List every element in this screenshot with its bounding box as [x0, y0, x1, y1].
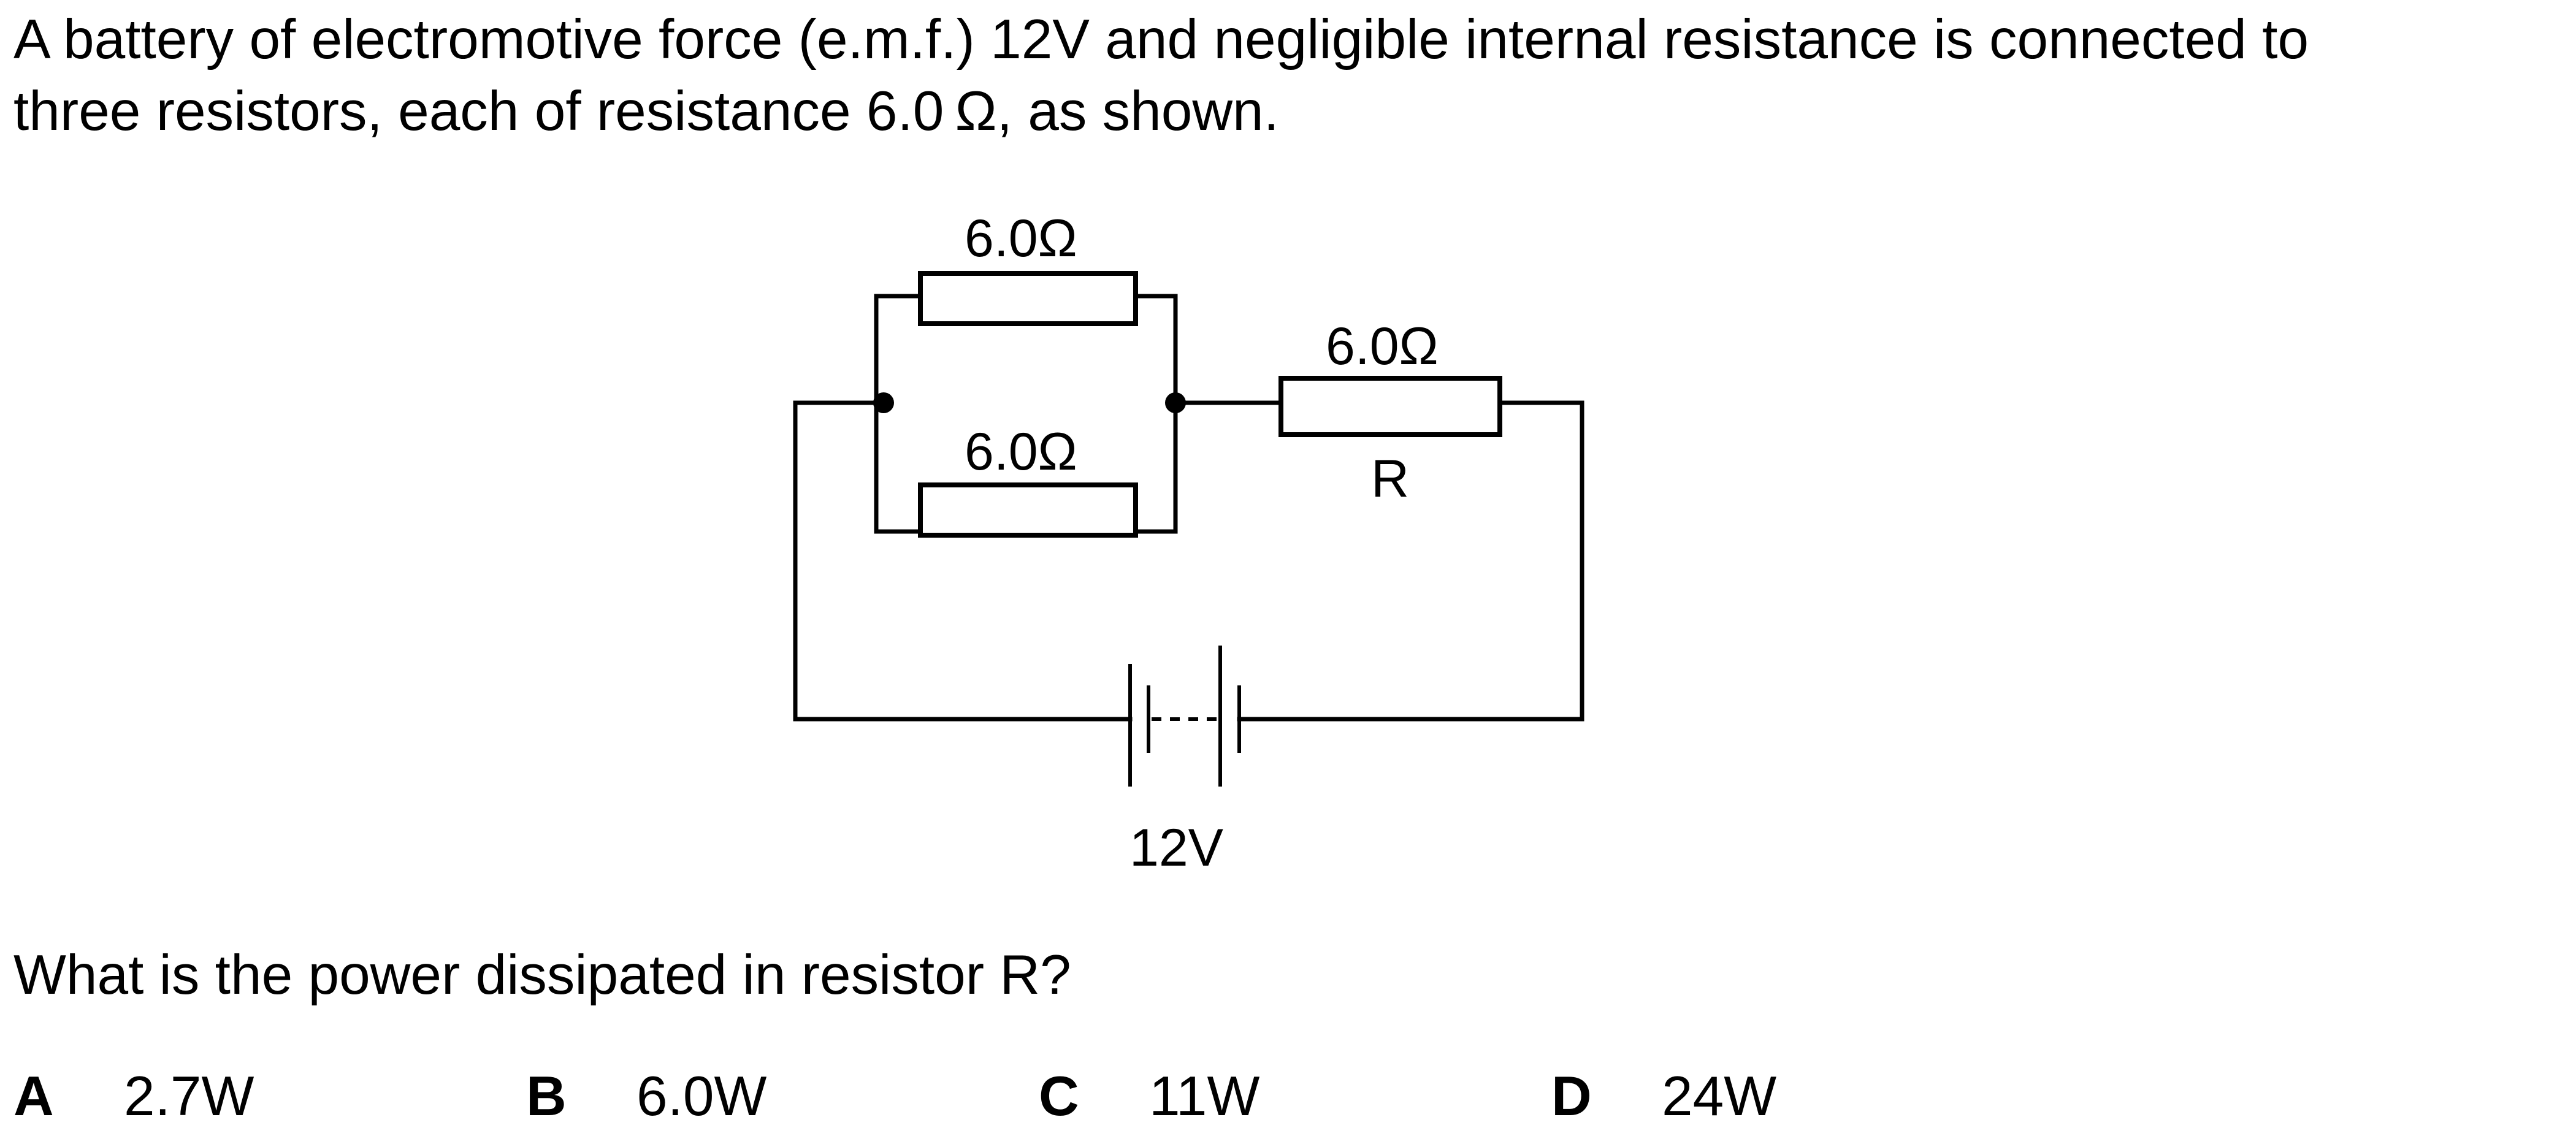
option-b-value: 6.0W — [636, 1065, 767, 1127]
wire-left-loop — [793, 400, 1133, 722]
option-d[interactable]: D 24W — [1551, 1061, 1776, 1132]
wire-right-loop — [1237, 400, 1584, 722]
series-loop — [793, 376, 1584, 722]
option-d-letter: D — [1551, 1065, 1592, 1127]
option-c-value: 11W — [1149, 1065, 1260, 1127]
option-a[interactable]: A 2.7W — [13, 1061, 254, 1132]
option-a-value: 2.7W — [124, 1065, 254, 1127]
resistor-parallel-middle — [918, 482, 1138, 538]
wire-parallel-left — [874, 294, 923, 534]
answer-options: A 2.7W B 6.0W C 11W D 24W — [0, 1061, 2576, 1132]
question-intro-line-1: A battery of electromotive force (e.m.f.… — [13, 9, 2309, 71]
label-resistor-series-name: R — [1371, 449, 1409, 508]
label-resistor-top: 6.0Ω — [965, 209, 1077, 268]
wire-parallel-right — [1133, 294, 1178, 534]
option-d-value: 24W — [1662, 1065, 1777, 1127]
label-battery-emf: 12V — [1129, 818, 1223, 877]
label-resistor-middle: 6.0Ω — [965, 422, 1077, 481]
option-b-letter: B — [526, 1065, 567, 1127]
question-intro-line-2: three resistors, each of resistance 6.0 … — [13, 80, 1279, 142]
option-b[interactable]: B 6.0W — [526, 1061, 766, 1132]
resistor-parallel-top — [918, 271, 1138, 326]
resistor-series-r — [1278, 376, 1502, 437]
option-a-letter: A — [13, 1065, 54, 1127]
question-intro: A battery of electromotive force (e.m.f.… — [13, 4, 2454, 147]
label-resistor-series: 6.0Ω — [1326, 317, 1439, 376]
question-prompt: What is the power dissipated in resistor… — [13, 944, 1071, 1006]
battery — [1128, 646, 1241, 787]
parallel-branch — [873, 271, 1186, 538]
option-c[interactable]: C 11W — [1039, 1061, 1259, 1132]
option-c-letter: C — [1039, 1065, 1079, 1127]
